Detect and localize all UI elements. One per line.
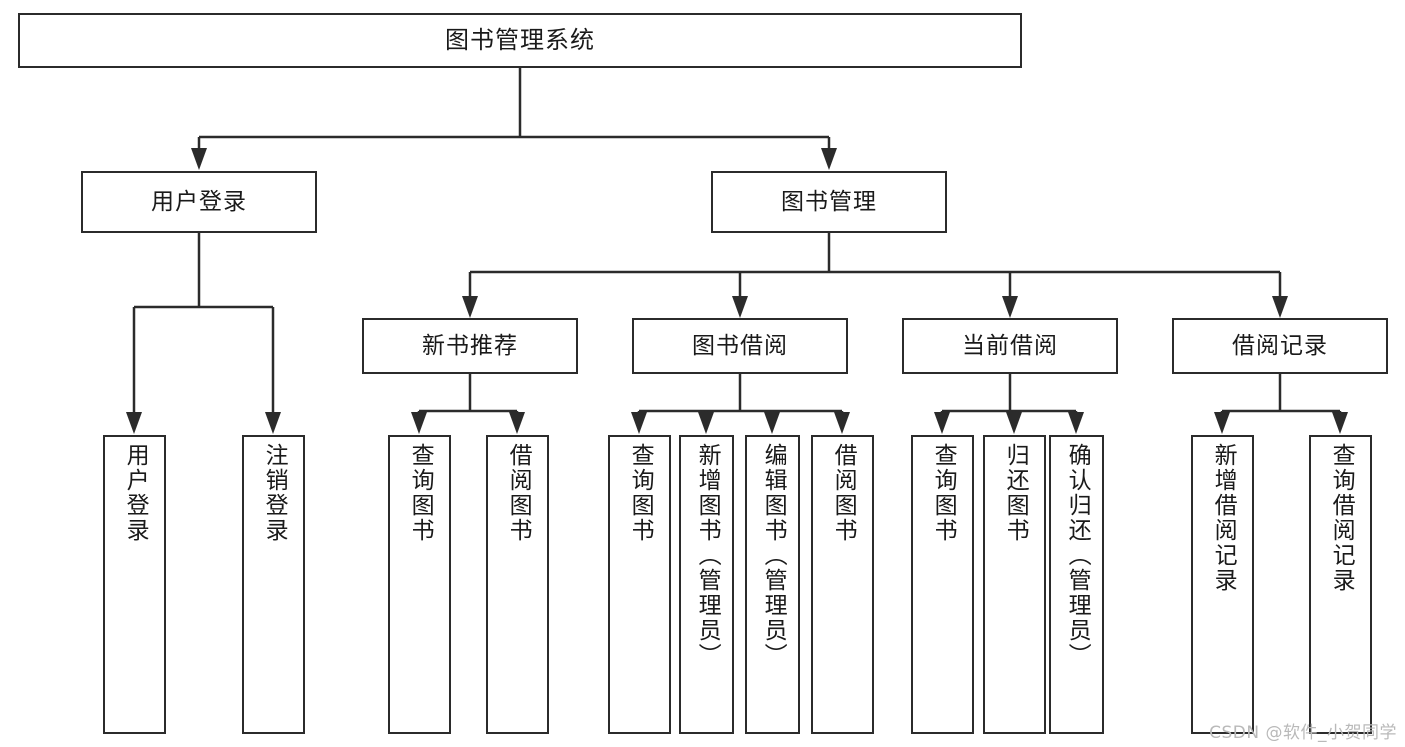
node-root-label: 图书管理系统 — [445, 25, 595, 54]
node-book-manage[interactable]: 图书管理 — [711, 171, 947, 233]
node-leaf-query-book-3-label: 查询图书 — [930, 443, 957, 543]
node-leaf-query-book-2-label: 查询图书 — [627, 443, 654, 543]
node-leaf-borrow-book-1[interactable]: 借阅图书 — [486, 435, 549, 734]
node-leaf-query-borrow-record-label: 查询借阅记录 — [1328, 443, 1355, 593]
node-leaf-query-borrow-record[interactable]: 查询借阅记录 — [1309, 435, 1372, 734]
node-leaf-user-login-label: 用户登录 — [122, 443, 149, 543]
node-current-borrow-label: 当前借阅 — [962, 332, 1058, 359]
node-new-book-recommend-label: 新书推荐 — [422, 332, 518, 359]
node-leaf-logout-label: 注销登录 — [261, 443, 288, 543]
node-book-manage-label: 图书管理 — [781, 188, 877, 215]
node-leaf-confirm-return-admin-label: 确认归还（管理员） — [1064, 443, 1091, 668]
watermark-text: CSDN @软件_小贺同学 — [1209, 723, 1397, 743]
node-book-borrow[interactable]: 图书借阅 — [632, 318, 848, 374]
node-leaf-edit-book-admin[interactable]: 编辑图书（管理员） — [745, 435, 800, 734]
node-leaf-add-borrow-record[interactable]: 新增借阅记录 — [1191, 435, 1254, 734]
node-borrow-record-label: 借阅记录 — [1232, 332, 1328, 359]
node-leaf-return-book-label: 归还图书 — [1002, 443, 1029, 543]
node-borrow-record[interactable]: 借阅记录 — [1172, 318, 1388, 374]
node-user-login[interactable]: 用户登录 — [81, 171, 317, 233]
node-leaf-borrow-book-1-label: 借阅图书 — [505, 443, 532, 543]
node-root[interactable]: 图书管理系统 — [18, 13, 1022, 68]
node-user-login-label: 用户登录 — [151, 188, 247, 215]
node-book-borrow-label: 图书借阅 — [692, 332, 788, 359]
node-leaf-borrow-book-2-label: 借阅图书 — [830, 443, 857, 543]
node-leaf-query-book-1-label: 查询图书 — [407, 443, 434, 543]
node-leaf-query-book-2[interactable]: 查询图书 — [608, 435, 671, 734]
node-leaf-add-borrow-record-label: 新增借阅记录 — [1210, 443, 1237, 593]
node-leaf-confirm-return-admin[interactable]: 确认归还（管理员） — [1049, 435, 1104, 734]
node-leaf-query-book-1[interactable]: 查询图书 — [388, 435, 451, 734]
node-leaf-borrow-book-2[interactable]: 借阅图书 — [811, 435, 874, 734]
node-leaf-add-book-admin-label: 新增图书（管理员） — [694, 443, 721, 668]
node-leaf-return-book[interactable]: 归还图书 — [983, 435, 1046, 734]
node-leaf-query-book-3[interactable]: 查询图书 — [911, 435, 974, 734]
node-current-borrow[interactable]: 当前借阅 — [902, 318, 1118, 374]
node-leaf-add-book-admin[interactable]: 新增图书（管理员） — [679, 435, 734, 734]
node-leaf-user-login[interactable]: 用户登录 — [103, 435, 166, 734]
node-leaf-logout[interactable]: 注销登录 — [242, 435, 305, 734]
node-leaf-edit-book-admin-label: 编辑图书（管理员） — [760, 443, 787, 668]
node-new-book-recommend[interactable]: 新书推荐 — [362, 318, 578, 374]
